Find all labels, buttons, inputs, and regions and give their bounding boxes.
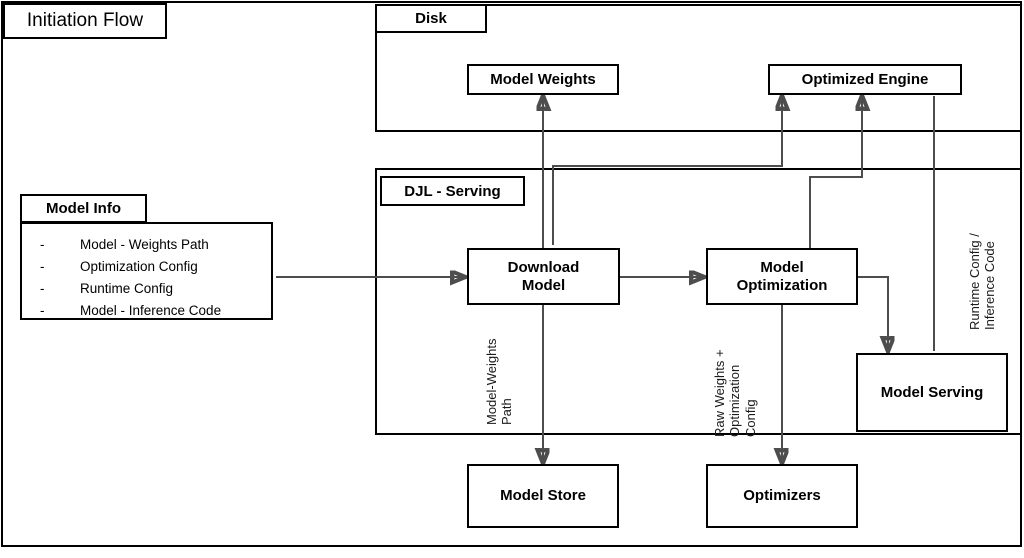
list-bullet: - [40, 280, 45, 296]
container-djl-serving-label: DJL - Serving [404, 182, 501, 200]
container-disk-label-tab: Disk [375, 4, 487, 33]
node-model-weights-label: Model Weights [490, 70, 596, 88]
list-bullet: - [40, 237, 45, 252]
list-item: - Optimization Config [40, 256, 271, 278]
container-disk-label: Disk [415, 10, 447, 27]
node-model-weights: Model Weights [467, 64, 619, 95]
list-item-label: Model - Inference Code [80, 302, 222, 318]
page-title: Initiation Flow [26, 10, 144, 31]
node-model-optimization-label-line1: Model [760, 259, 804, 277]
list-bullet: - [40, 258, 45, 274]
list-item: - Model - Inference Code [40, 300, 271, 322]
model-info-title-tab: Model Info [20, 194, 147, 223]
node-model-serving-label: Model Serving [880, 383, 984, 401]
node-model-serving: Model Serving [856, 353, 1008, 432]
edge-label-model-weights-path: Model-Weights Path [484, 338, 515, 425]
container-djl-serving-label-tab: DJL - Serving [380, 176, 525, 206]
model-info-title: Model Info [46, 200, 121, 217]
node-download-model-label-line1: Download [507, 259, 580, 277]
node-optimizers: Optimizers [706, 464, 858, 528]
edge-label-raw-weights-optimization-config: Raw Weights + Optimization Config [712, 349, 758, 437]
node-download-model: Download Model [467, 248, 620, 305]
node-optimized-engine: Optimized Engine [768, 64, 962, 95]
node-optimized-engine-label: Optimized Engine [801, 70, 929, 88]
node-model-store-label: Model Store [500, 487, 586, 505]
node-model-optimization: Model Optimization [706, 248, 858, 305]
edge-label-runtime-config-inference-code: Runtime Config / Inference Code [967, 233, 998, 330]
node-model-store: Model Store [467, 464, 619, 528]
list-bullet: - [40, 302, 45, 318]
list-item: - Runtime Config [40, 278, 271, 300]
diagram-title-tab: Initiation Flow [3, 3, 167, 39]
list-item: - Model - Weights Path [40, 234, 271, 256]
list-item-label: Runtime Config [80, 280, 174, 296]
model-info-body: - Model - Weights Path - Optimization Co… [20, 222, 273, 320]
node-download-model-label-line2: Model [521, 276, 566, 294]
model-info-list: - Model - Weights Path - Optimization Co… [22, 234, 271, 321]
node-optimizers-label: Optimizers [743, 487, 821, 505]
list-item-label: Optimization Config [80, 258, 198, 274]
node-model-optimization-label-line2: Optimization [736, 276, 828, 294]
list-item-label: Model - Weights Path [80, 237, 209, 252]
